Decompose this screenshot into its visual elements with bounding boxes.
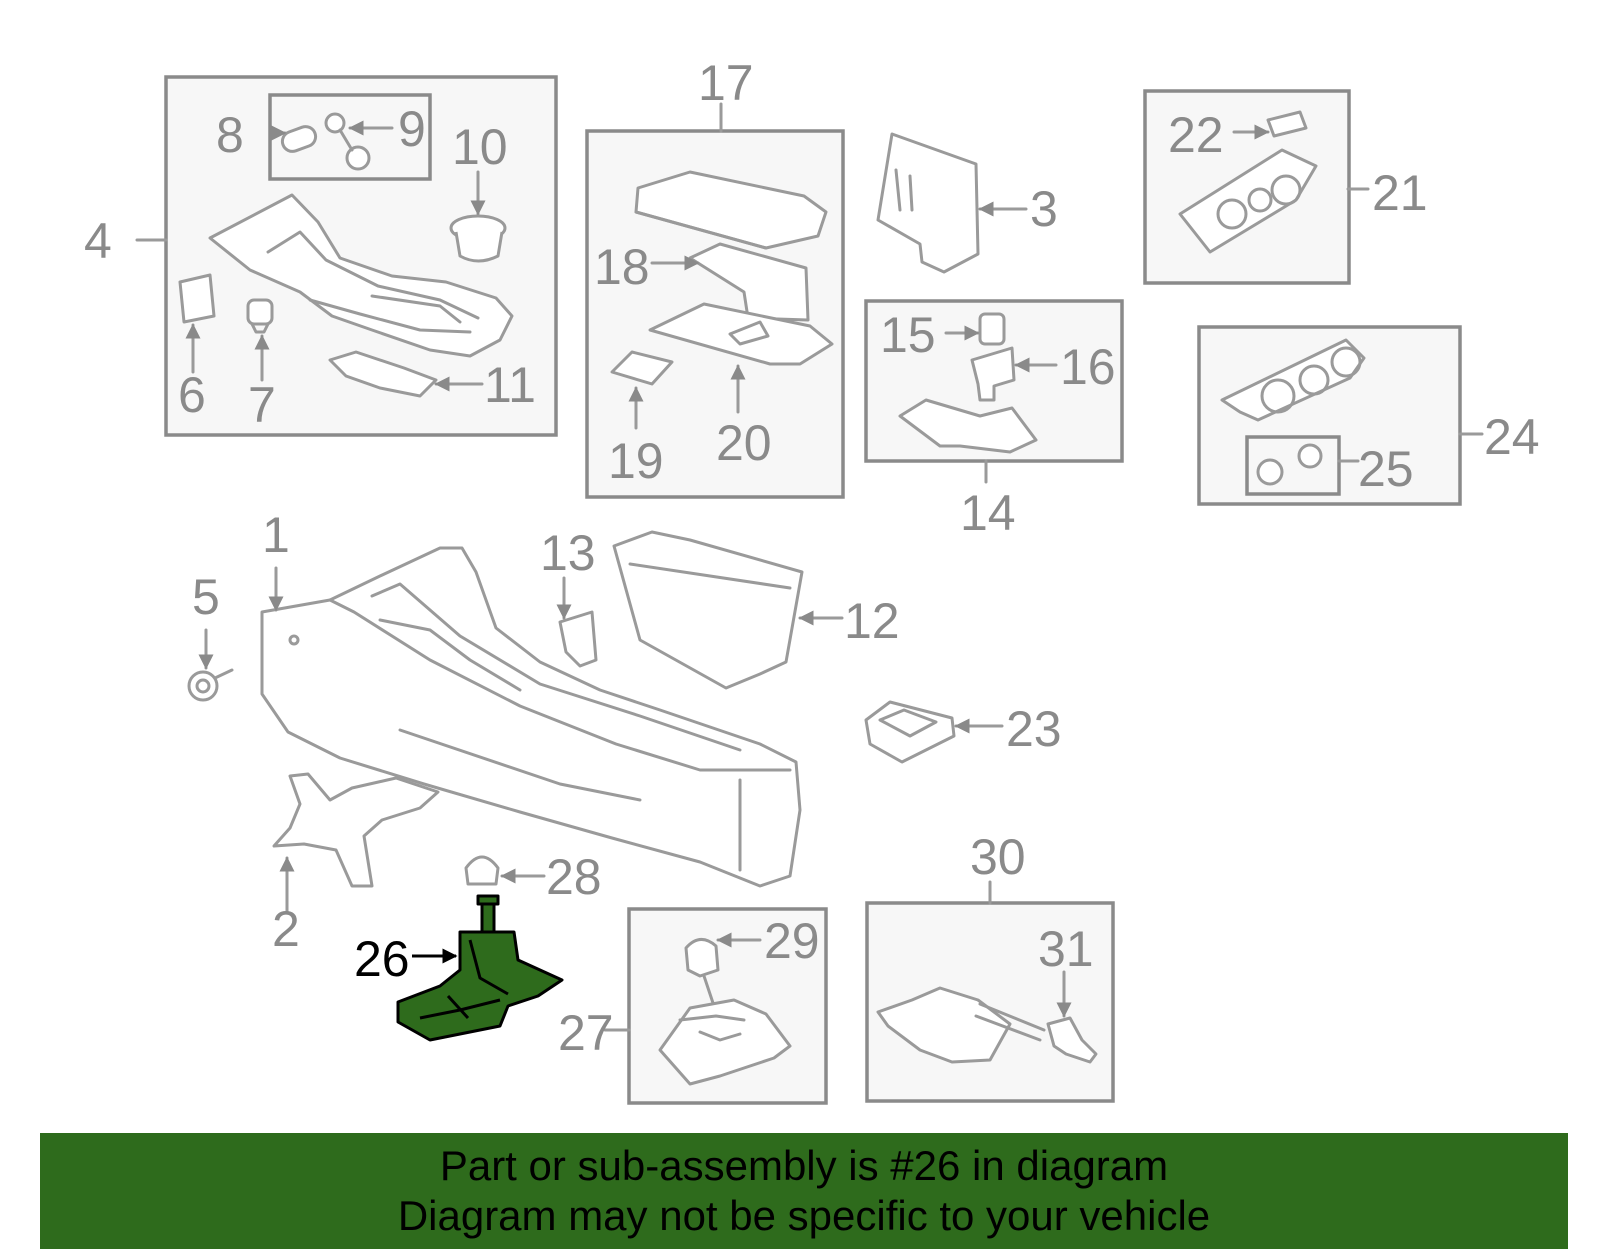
part-28 [464, 855, 500, 886]
callout-25: 25 [1358, 441, 1414, 497]
callout-18: 18 [594, 239, 650, 295]
callout-labels: 1 2 3 4 5 6 7 8 9 10 11 12 13 14 15 16 1… [84, 55, 1540, 1061]
callout-1: 1 [262, 507, 290, 563]
part-24-panel [1220, 338, 1366, 422]
part-18 [688, 242, 810, 322]
callout-30: 30 [970, 829, 1026, 885]
callout-2: 2 [272, 901, 300, 957]
part-5 [187, 668, 234, 702]
part-6 [178, 273, 216, 324]
part-22 [1266, 110, 1308, 138]
callout-24: 24 [1484, 409, 1540, 465]
banner-line-2: Diagram may not be specific to your vehi… [397, 1192, 1211, 1239]
callout-7: 7 [248, 377, 276, 433]
callout-27: 27 [558, 1005, 614, 1061]
part-1-console [260, 546, 802, 888]
callout-15: 15 [880, 307, 936, 363]
callout-22: 22 [1168, 107, 1224, 163]
part-16 [970, 346, 1016, 402]
callout-19: 19 [608, 433, 664, 489]
part-4-panel [208, 193, 514, 358]
callout-26: 26 [354, 931, 410, 987]
part-26-highlighted [396, 894, 564, 1042]
part-13 [558, 610, 598, 668]
part-27-shifter [658, 998, 792, 1086]
part-8 [280, 125, 318, 153]
banner-line-1: Part or sub-assembly is #26 in diagram [439, 1142, 1169, 1189]
callout-8: 8 [216, 107, 244, 163]
callout-5: 5 [192, 569, 220, 625]
callout-29: 29 [764, 913, 820, 969]
part-15 [978, 312, 1006, 346]
callout-13: 13 [540, 525, 596, 581]
part-21-panel [1178, 148, 1318, 254]
callout-11: 11 [484, 357, 536, 413]
part-9 [324, 112, 371, 171]
part-23 [864, 700, 956, 764]
callout-9: 9 [398, 101, 426, 157]
callout-23: 23 [1006, 701, 1062, 757]
callout-20: 20 [716, 415, 772, 471]
callout-10: 10 [452, 119, 508, 175]
part-25 [1256, 443, 1323, 486]
part-3 [876, 132, 980, 274]
callout-12: 12 [844, 593, 900, 649]
info-banner: Part or sub-assembly is #26 in diagram D… [40, 1133, 1568, 1249]
callout-14: 14 [960, 485, 1016, 541]
part-31 [1046, 1016, 1098, 1064]
callout-28: 28 [546, 849, 602, 905]
part-30-lever [876, 986, 1046, 1064]
leader-lines [135, 102, 1484, 1032]
part-10 [449, 214, 507, 263]
part-7 [246, 298, 274, 334]
part-12 [612, 530, 804, 690]
callout-16: 16 [1060, 339, 1116, 395]
callout-3: 3 [1030, 181, 1058, 237]
callout-17: 17 [698, 55, 754, 111]
part-20 [648, 302, 834, 366]
part-14-tray [898, 398, 1038, 454]
part-17-lid [634, 170, 828, 250]
callout-31: 31 [1038, 921, 1094, 977]
callout-6: 6 [178, 367, 206, 423]
part-11 [328, 350, 438, 398]
part-19 [610, 350, 674, 386]
callout-21: 21 [1372, 165, 1428, 221]
part-2 [272, 772, 440, 888]
callout-4: 4 [84, 213, 112, 269]
